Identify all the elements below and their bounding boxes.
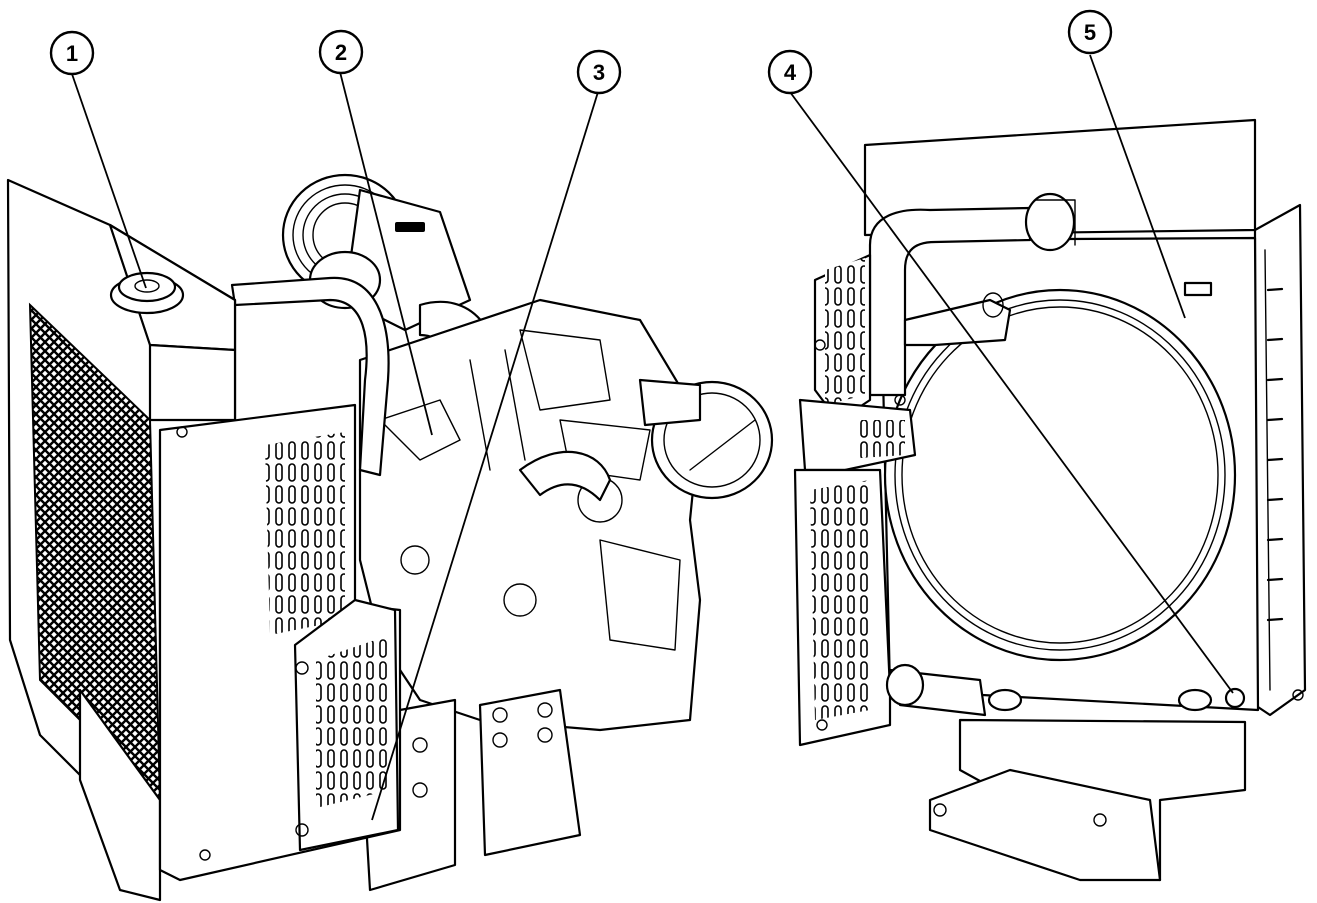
leader-lines	[71, 54, 1234, 821]
leader-line-1	[71, 73, 147, 289]
lower-hose-end	[885, 663, 925, 707]
callout-5: 5	[1067, 9, 1113, 55]
radiator-guard	[793, 253, 917, 747]
turbo-housing	[638, 378, 774, 500]
leader-line-5	[1089, 54, 1186, 319]
radiator-cap	[109, 271, 185, 315]
svg-text:1: 1	[66, 41, 78, 66]
lower-pipe	[518, 450, 612, 502]
callout-1: 1	[49, 30, 95, 76]
upper-hose	[868, 192, 1076, 397]
svg-text:3: 3	[593, 60, 605, 85]
engine-block	[358, 298, 702, 732]
fan-ring	[883, 288, 1237, 662]
small-label-plate	[1183, 281, 1213, 297]
callout-4: 4	[767, 49, 813, 95]
coolant-hose	[230, 276, 390, 477]
engine-assembly	[6, 173, 774, 902]
radiator-assembly	[793, 118, 1307, 882]
core-ticks	[1266, 287, 1284, 622]
svg-text:5: 5	[1084, 20, 1096, 45]
svg-text:2: 2	[335, 40, 347, 65]
callout-2: 2	[318, 29, 364, 75]
fan-guard	[158, 403, 402, 882]
leader-line-3	[371, 91, 599, 821]
callout-3: 3	[576, 49, 622, 95]
leader-line-2	[339, 71, 433, 436]
leader-line-4	[789, 91, 1234, 694]
svg-text:4: 4	[784, 60, 797, 85]
radiator-mount-base	[928, 687, 1304, 882]
